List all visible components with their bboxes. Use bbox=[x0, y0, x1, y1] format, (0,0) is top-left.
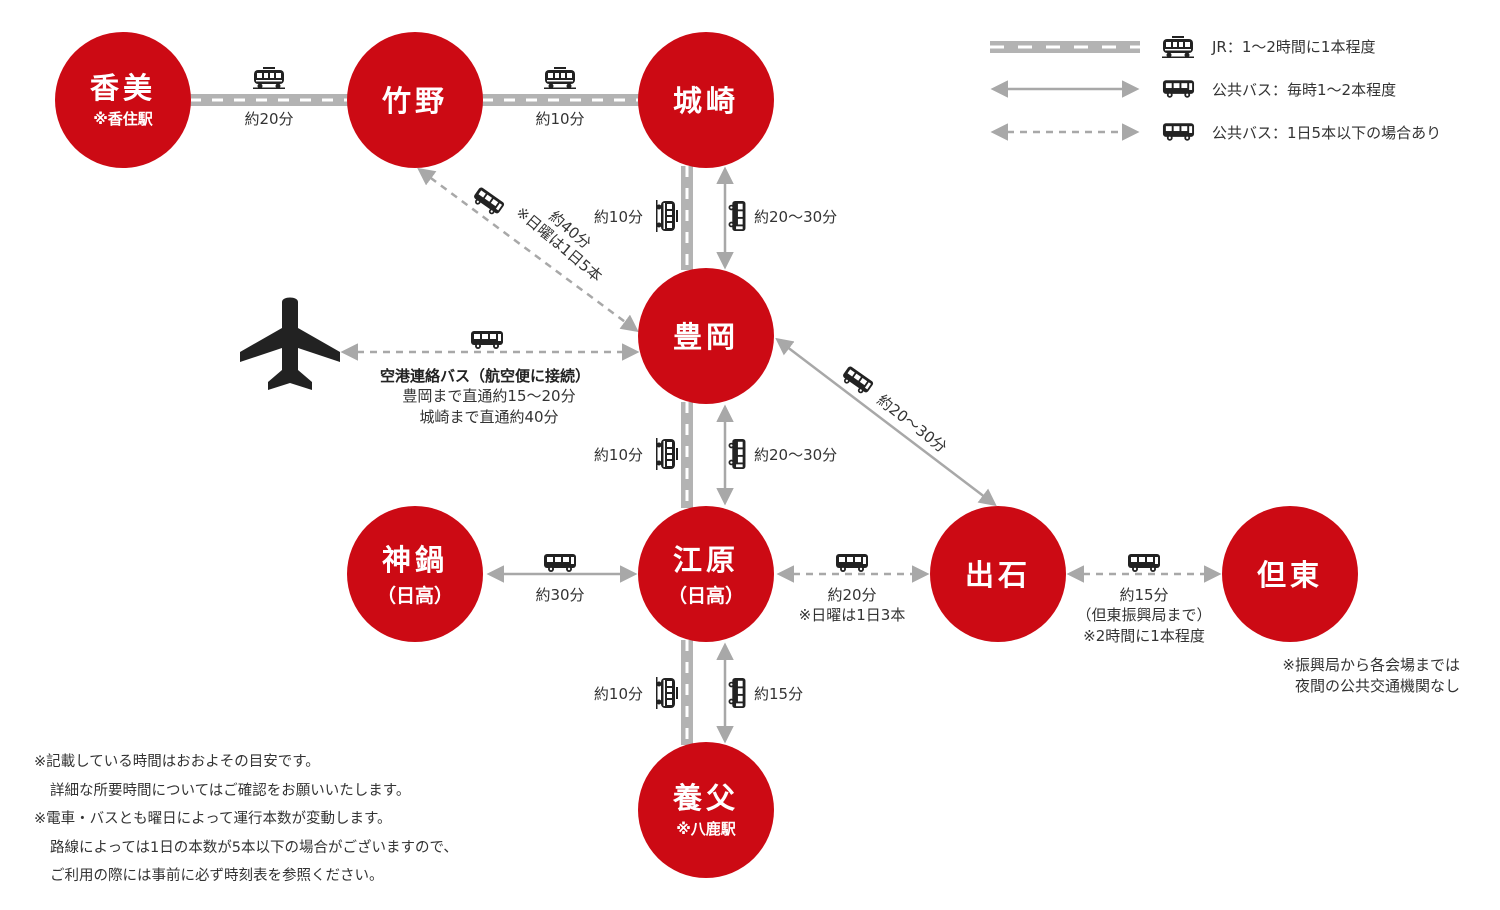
legend: JR：1〜2時間に1本程度 公共バス：毎時1〜2本程度 公共バス：1日5本以下の… bbox=[990, 36, 1441, 142]
route-label: 約10分 bbox=[594, 446, 643, 464]
node-tanto[interactable]: 但東 bbox=[1222, 506, 1358, 642]
airplane-icon bbox=[240, 297, 340, 390]
bus-icon bbox=[836, 554, 868, 572]
route-label: 約10分 bbox=[594, 685, 643, 703]
train-icon bbox=[656, 438, 678, 470]
svg-text:神鍋: 神鍋 bbox=[382, 543, 448, 577]
node-yabu[interactable]: 養父 ※八鹿駅 bbox=[638, 742, 774, 878]
svg-text:公共バス：1日5本以下の場合あり: 公共バス：1日5本以下の場合あり bbox=[1212, 124, 1441, 142]
route-label: 約15分 bbox=[754, 685, 803, 703]
svg-text:江原: 江原 bbox=[673, 543, 739, 577]
train-icon bbox=[1162, 36, 1194, 58]
route-label: 約20〜30分 bbox=[754, 446, 837, 464]
route-label: ※日曜は1日3本 bbox=[799, 606, 906, 624]
route-label: 豊岡まで直通約15〜20分 bbox=[402, 387, 575, 405]
svg-text:出石: 出石 bbox=[965, 558, 1031, 592]
footnote-line: ※記載している時間はおおよその目安です。 bbox=[34, 754, 320, 770]
jr-rail-line bbox=[190, 94, 348, 106]
svg-text:※八鹿駅: ※八鹿駅 bbox=[676, 820, 737, 838]
node-ebara[interactable]: 江原 （日高） bbox=[638, 506, 774, 642]
route-label: ※2時間に1本程度 bbox=[1083, 627, 1205, 645]
footnote-line: 路線によっては1日の本数が5本以下の場合がございますので、 bbox=[50, 839, 458, 856]
svg-text:養父: 養父 bbox=[672, 781, 739, 815]
svg-text:公共バス：毎時1〜2本程度: 公共バス：毎時1〜2本程度 bbox=[1212, 81, 1396, 99]
route-label: 城崎まで直通約40分 bbox=[419, 408, 558, 426]
bus-icon bbox=[471, 331, 503, 349]
train-icon bbox=[544, 67, 576, 89]
footnote-line: ご利用の際には事前に必ず時刻表を参照ください。 bbox=[50, 868, 384, 884]
svg-text:約20〜30分: 約20〜30分 bbox=[874, 391, 951, 456]
train-icon bbox=[253, 67, 285, 89]
footnote-line: ※電車・バスとも曜日によって運行本数が変動します。 bbox=[34, 811, 392, 827]
bus-icon bbox=[1128, 554, 1160, 572]
route-label: 約15分 bbox=[1119, 586, 1168, 604]
airport-bus-title: 空港連絡バス（航空便に接続） bbox=[380, 367, 590, 385]
legend-bus-rare: 公共バス：1日5本以下の場合あり bbox=[990, 123, 1441, 142]
node-toyooka[interactable]: 豊岡 bbox=[638, 268, 774, 404]
svg-text:豊岡: 豊岡 bbox=[673, 320, 739, 354]
jr-rail-line bbox=[482, 94, 640, 106]
route-label: 約10分 bbox=[594, 208, 643, 226]
node-takeno[interactable]: 竹野 bbox=[347, 32, 483, 168]
footnote-line: 詳細な所要時間についてはご確認をお願いいたします。 bbox=[50, 782, 411, 799]
tanto-note: ※振興局から各会場までは bbox=[1282, 656, 1460, 674]
svg-text:竹野: 竹野 bbox=[382, 84, 448, 118]
route-label: 約20分 bbox=[244, 110, 293, 128]
train-icon bbox=[656, 677, 678, 709]
node-kinosaki[interactable]: 城崎 bbox=[638, 32, 774, 168]
bus-lines bbox=[340, 166, 1222, 744]
bus-icon bbox=[728, 200, 746, 232]
svg-text:JR：1〜2時間に1本程度: JR：1〜2時間に1本程度 bbox=[1211, 38, 1375, 56]
bus-route bbox=[775, 337, 997, 507]
bus-icon bbox=[728, 438, 746, 470]
svg-text:（日高）: （日高） bbox=[377, 584, 453, 607]
train-icon bbox=[656, 200, 678, 232]
node-izushi[interactable]: 出石 bbox=[930, 506, 1066, 642]
bus-icon bbox=[1162, 80, 1195, 98]
svg-text:但東: 但東 bbox=[1257, 558, 1323, 592]
node-kasumi[interactable]: 香美 ※香住駅 bbox=[55, 32, 191, 168]
legend-bus-hourly: 公共バス：毎時1〜2本程度 bbox=[990, 80, 1396, 99]
tanto-note: 夜間の公共交通機関なし bbox=[1295, 677, 1460, 695]
route-label: （但東振興局まで） bbox=[1076, 606, 1211, 624]
svg-text:城崎: 城崎 bbox=[673, 84, 739, 118]
bus-route-infrequent bbox=[417, 167, 639, 333]
bus-icon bbox=[544, 554, 576, 572]
svg-text:香美: 香美 bbox=[90, 71, 156, 105]
route-label: 約10分 bbox=[535, 110, 584, 128]
route-label: 約20〜30分 bbox=[754, 208, 837, 226]
svg-text:（日高）: （日高） bbox=[668, 584, 744, 607]
bus-icon bbox=[728, 677, 746, 709]
route-label: 約30分 bbox=[535, 586, 584, 604]
bus-icon bbox=[1162, 123, 1195, 141]
jr-rail-lines bbox=[190, 94, 693, 745]
footnotes: ※記載している時間はおおよその目安です。 詳細な所要時間についてはご確認をお願い… bbox=[34, 748, 594, 891]
svg-text:※香住駅: ※香住駅 bbox=[93, 110, 154, 128]
route-label-takeno-toyooka: 約40分 ※日曜は1日5本 bbox=[512, 203, 605, 285]
node-kannabe[interactable]: 神鍋 （日高） bbox=[347, 506, 483, 642]
route-label-toyooka-izushi: 約20〜30分 bbox=[874, 391, 951, 456]
legend-jr: JR：1〜2時間に1本程度 bbox=[990, 36, 1375, 58]
route-label: 約20分 bbox=[827, 586, 876, 604]
